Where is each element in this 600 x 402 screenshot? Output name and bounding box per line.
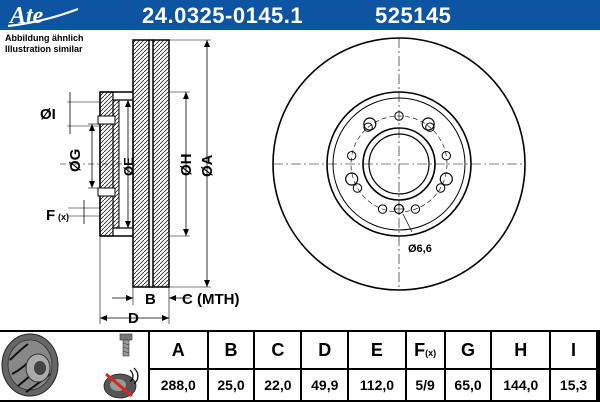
spec-value-E: 112,0 xyxy=(347,368,407,402)
label-dim-F-sup: (x) xyxy=(58,212,69,222)
note-line-english: Illustration similar xyxy=(5,44,83,54)
label-dim-D: D xyxy=(128,310,139,327)
disc-thumbnail xyxy=(1,333,59,397)
header-bar: Ate 24.0325-0145.1 525145 xyxy=(0,0,600,30)
specs-table: A B C D E F(x) G H I 288,0 25,0 22,0 49,… xyxy=(148,330,598,402)
spec-header-G: G xyxy=(443,330,493,370)
spec-value-B: 25,0 xyxy=(206,368,256,402)
spec-value-H: 144,0 xyxy=(490,368,552,402)
sensor-thumbnail xyxy=(103,367,139,399)
specs-area: A B C D E F(x) G H I 288,0 25,0 22,0 49,… xyxy=(0,330,600,402)
spec-header-F: F(x) xyxy=(404,330,446,370)
spec-header-F-letter: F xyxy=(414,339,426,360)
illustration-note: Abbildung ähnlich Illustration similar xyxy=(5,33,84,55)
bolt-thumbnail xyxy=(119,333,133,357)
label-dim-C: C (MTH) xyxy=(182,291,239,308)
spec-header-A: A xyxy=(148,330,209,370)
product-thumbnails xyxy=(1,333,139,399)
label-dim-G: ØG xyxy=(67,149,84,172)
label-dim-I: ØI xyxy=(40,106,56,123)
label-dim-E: ØE xyxy=(121,157,136,176)
spec-header-C: C xyxy=(253,330,303,370)
spec-value-I: 15,3 xyxy=(549,368,598,402)
disc-plate-outer xyxy=(152,39,170,288)
label-dim-B: B xyxy=(145,291,156,308)
spec-value-D: 49,9 xyxy=(300,368,350,402)
pin-holes xyxy=(347,111,451,214)
specs-header-row: A B C D E F(x) G H I xyxy=(148,330,598,370)
article-number: 525145 xyxy=(375,3,452,28)
label-dim-F: F xyxy=(46,207,55,224)
side-section-view xyxy=(60,39,211,324)
part-number: 24.0325-0145.1 xyxy=(142,3,304,28)
label-dim-H: ØH xyxy=(178,154,195,177)
spec-value-F: 5/9 xyxy=(404,368,446,402)
spec-header-I: I xyxy=(549,330,598,370)
label-dim-A: ØA xyxy=(199,154,216,177)
bolt-holes xyxy=(345,117,453,186)
spec-value-A: 288,0 xyxy=(148,368,209,402)
spec-value-G: 65,0 xyxy=(443,368,493,402)
note-line-german: Abbildung ähnlich xyxy=(5,33,84,43)
spec-value-C: 22,0 xyxy=(253,368,303,402)
front-view xyxy=(272,37,526,291)
spec-header-F-sup: (x) xyxy=(425,347,437,358)
spec-header-B: B xyxy=(206,330,256,370)
label-hole-diameter: Ø6,6 xyxy=(408,243,432,255)
specs-value-row: 288,0 25,0 22,0 49,9 112,0 5/9 65,0 144,… xyxy=(148,368,598,402)
technical-drawing: ØI ØG ØE ØH ØA F (x) B C (MTH) D xyxy=(40,37,526,327)
ate-logo: Ate xyxy=(7,3,79,29)
spec-header-H: H xyxy=(490,330,552,370)
spec-header-E: E xyxy=(347,330,407,370)
spec-header-D: D xyxy=(300,330,350,370)
